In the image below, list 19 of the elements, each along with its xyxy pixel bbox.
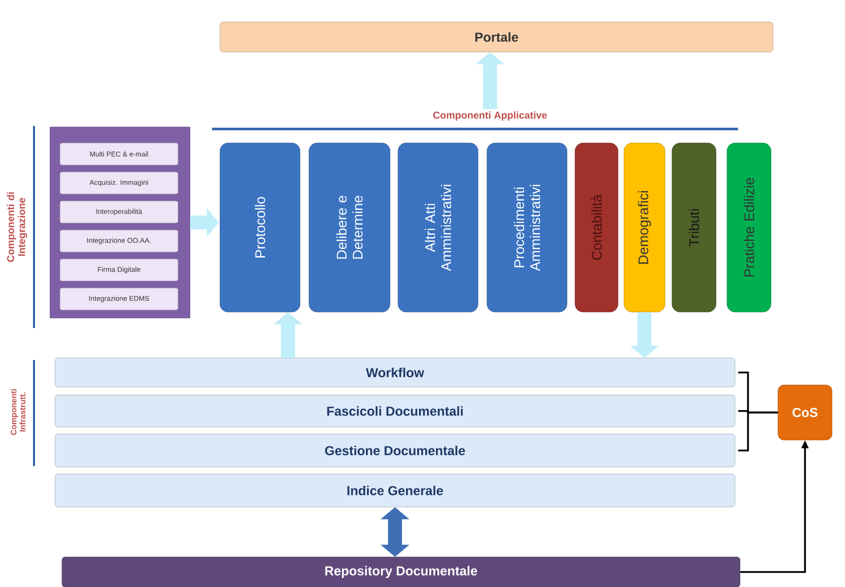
application-box: Protocollo: [220, 142, 300, 312]
layer-box: Gestione Documentale: [54, 434, 736, 468]
application-box: Procedimenti Amministrativi: [486, 142, 568, 312]
application-box: Altri Atti Amministrativi: [398, 142, 478, 312]
repository-box: Repository Documentale: [62, 556, 740, 587]
application-box: Demografici: [624, 142, 666, 312]
application-box: Contabilità: [574, 142, 618, 312]
section-label: Componenti Infrastrutt.: [10, 389, 26, 435]
section-label: Componenti Applicative: [433, 111, 547, 121]
portal-box: Portale: [220, 22, 774, 52]
layer-box: Fascicoli Documentali: [54, 394, 736, 428]
application-box: Delibere e Determine: [308, 142, 390, 312]
application-box: Pratiche Edilizie: [726, 142, 772, 312]
layer-box: Indice Generale: [54, 474, 736, 508]
cos-box: CoS: [778, 384, 832, 440]
bracket-line: [738, 412, 778, 452]
layer-box: Workflow: [54, 358, 736, 388]
section-label: Componenti di Integrazione: [6, 192, 28, 262]
application-box: Tributi: [672, 142, 716, 312]
